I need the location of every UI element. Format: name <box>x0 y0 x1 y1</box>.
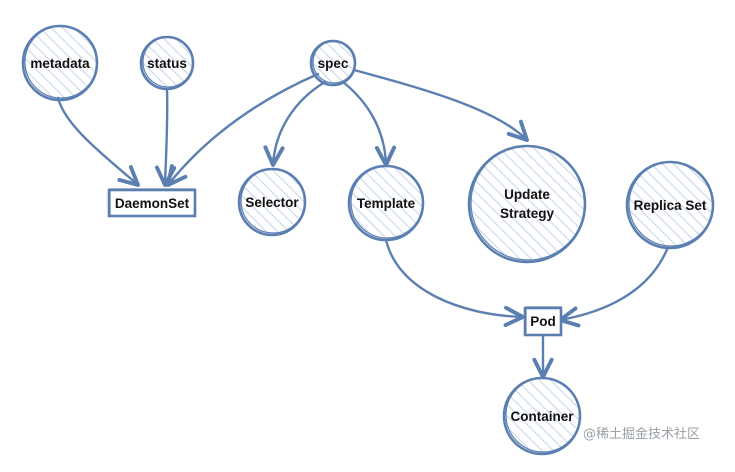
node-selector-label: Selector <box>245 195 299 210</box>
edge-spec-selector <box>263 80 327 167</box>
node-container: Container <box>502 376 582 456</box>
node-spec-label: spec <box>318 56 349 71</box>
node-selector: Selector <box>237 167 307 237</box>
node-metadata-label: metadata <box>30 56 90 71</box>
node-daemonset: DaemonSet <box>107 188 197 218</box>
node-pod-label: Pod <box>530 314 556 329</box>
node-template: Template <box>347 164 425 242</box>
node-update-label-line2: Strategy <box>500 206 555 221</box>
node-metadata: metadata <box>21 24 99 102</box>
edge-template-pod <box>384 238 525 328</box>
node-status: status <box>139 35 195 91</box>
edge-replicaset-pod <box>558 245 670 328</box>
nodes: metadata status spec DaemonSet Selector <box>21 24 715 456</box>
node-update-label-line1: Update <box>504 187 550 202</box>
node-replica-set: Replica Set <box>625 160 715 250</box>
edge-spec-update <box>352 68 529 142</box>
node-spec: spec <box>309 39 357 87</box>
edge-status-daemonset <box>154 88 177 187</box>
node-pod: Pod <box>523 306 563 337</box>
node-template-label: Template <box>357 196 416 211</box>
node-container-label: Container <box>510 409 574 424</box>
node-status-label: status <box>147 56 187 71</box>
edge-spec-template <box>341 80 397 167</box>
edges <box>56 68 670 379</box>
watermark-text: @稀土掘金技术社区 <box>583 426 700 442</box>
edge-metadata-daemonset <box>56 96 140 187</box>
edge-spec-daemonset <box>166 72 320 187</box>
node-daemonset-label: DaemonSet <box>115 196 190 211</box>
node-update-strategy: Update Strategy <box>467 144 587 264</box>
node-replica-set-label: Replica Set <box>634 198 707 213</box>
